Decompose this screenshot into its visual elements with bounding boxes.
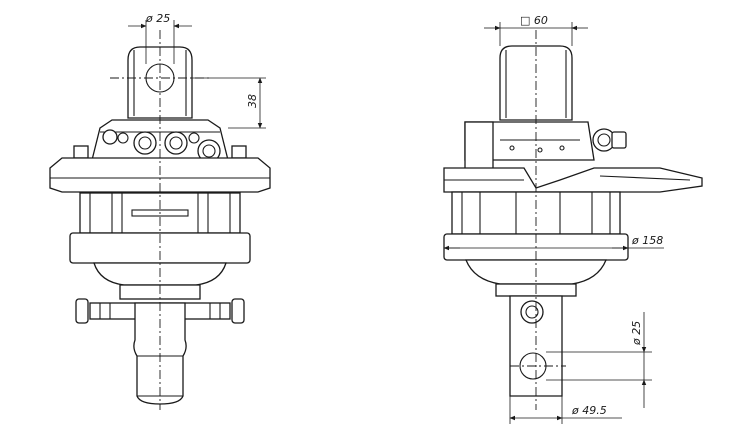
side-rotor bbox=[509, 295, 563, 397]
side-dim-square: □ 60 bbox=[484, 14, 588, 46]
side-rotor-fitting bbox=[520, 300, 544, 324]
side-flange bbox=[443, 167, 703, 193]
side-dim-body: ø 158 bbox=[443, 234, 664, 251]
side-valve-block bbox=[464, 121, 595, 173]
front-dim-top-height: 38 bbox=[192, 77, 266, 129]
side-bottom-width-label: ø 49.5 bbox=[571, 404, 607, 417]
front-stator-cage bbox=[79, 192, 241, 234]
front-top-pin-label: ø 25 bbox=[145, 12, 170, 25]
front-hydraulic-fittings bbox=[73, 129, 247, 163]
side-fitting bbox=[592, 128, 627, 152]
side-dim-bottom-pin: ø 25 bbox=[546, 312, 652, 408]
front-view: ø 25 38 bbox=[49, 12, 271, 410]
side-view: □ 60 ø 158 ø 25 ø 49.5 bbox=[443, 14, 703, 424]
front-dim-top-pin: ø 25 bbox=[128, 12, 192, 64]
side-square-label: □ 60 bbox=[520, 14, 548, 27]
front-top-height-label: 38 bbox=[246, 94, 259, 108]
side-bottom-pin-label: ø 25 bbox=[630, 321, 643, 346]
side-body-diameter-label: ø 158 bbox=[631, 234, 663, 247]
side-dim-bottom-width: ø 49.5 bbox=[509, 396, 622, 424]
